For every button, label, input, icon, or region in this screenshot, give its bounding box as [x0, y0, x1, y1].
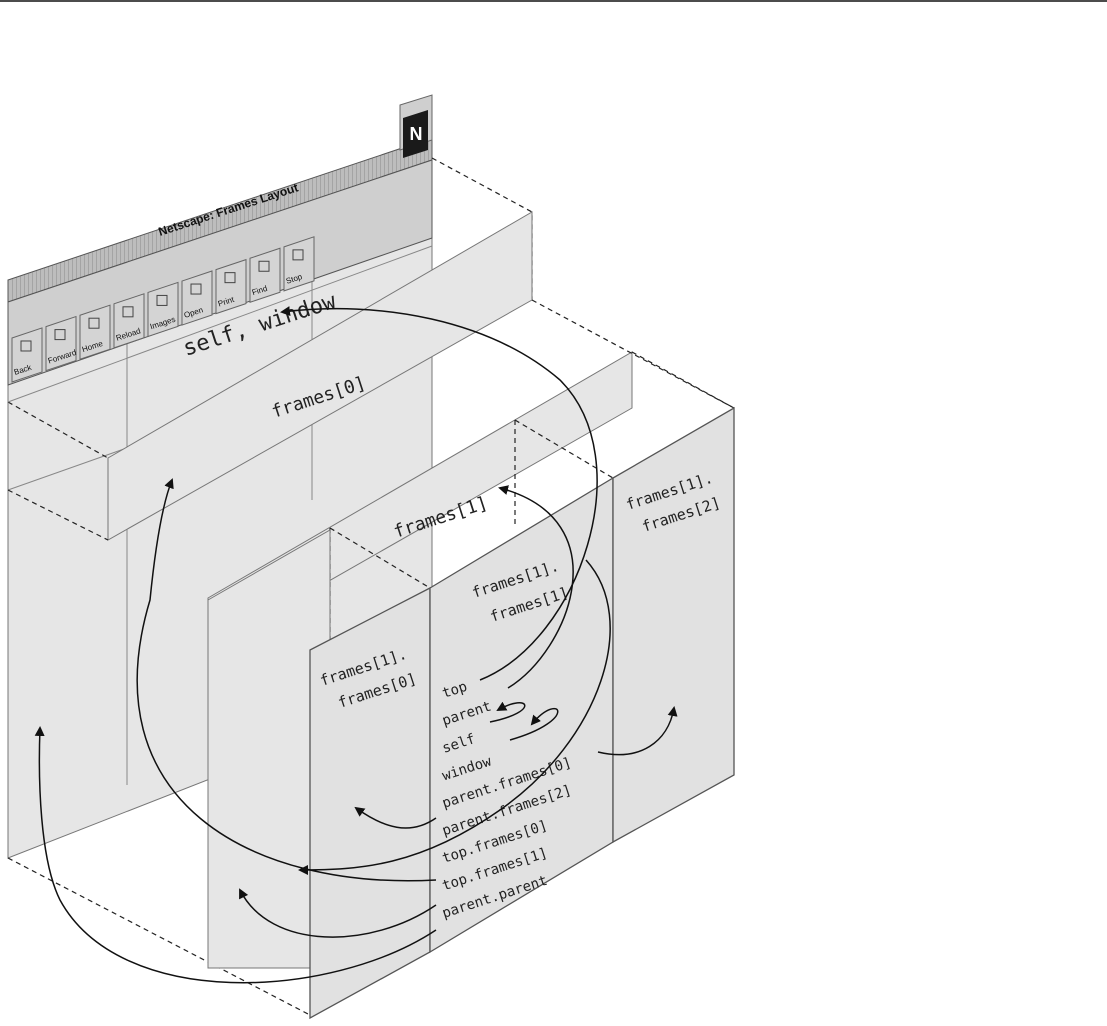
- toolbar-button-images[interactable]: Images: [147, 281, 179, 338]
- open-icon: [190, 283, 202, 295]
- toolbar-buttons: BackForwardHomeReloadImagesOpenPrintFind…: [11, 236, 315, 383]
- netscape-logo: N: [403, 110, 428, 158]
- logo-letter: N: [410, 124, 423, 144]
- arrow-parent: [498, 485, 574, 689]
- arrow-parent-parent: [239, 888, 437, 938]
- arrow-parent-frames-2: [597, 706, 678, 756]
- toolbar-button-forward[interactable]: Forward: [45, 315, 78, 372]
- frame1-container: [207, 299, 735, 969]
- print-icon: [224, 272, 236, 284]
- frame1-2-panel: [612, 406, 735, 844]
- stop-icon: [292, 249, 304, 261]
- arrow-top-outer: [34, 726, 437, 984]
- arrow-top-frames-1: [298, 559, 611, 875]
- outer-dashed-bottom: [7, 857, 311, 1016]
- toolbar-button-reload[interactable]: Reload: [113, 293, 145, 349]
- frame1-0-panel: [309, 586, 431, 1020]
- reference-arrows: [34, 306, 678, 984]
- arrow-parent-frames-0: [354, 806, 437, 829]
- home-icon: [88, 317, 100, 329]
- find-icon: [258, 260, 270, 272]
- reload-icon: [122, 306, 134, 318]
- arrow-window: [509, 707, 559, 741]
- toolbar-button-back[interactable]: Back: [11, 327, 43, 383]
- reference-label: top: [440, 679, 469, 702]
- arrow-self: [489, 701, 526, 723]
- arrow-top: [280, 306, 598, 681]
- forward-icon: [54, 329, 66, 341]
- toolbar-button-stop[interactable]: Stop: [283, 236, 315, 292]
- toolbar-button-open[interactable]: Open: [181, 270, 213, 326]
- toolbar-button-home[interactable]: Home: [79, 304, 111, 360]
- images-icon: [156, 294, 168, 306]
- toolbar-button-find[interactable]: Find: [249, 247, 281, 303]
- toolbar-button-print[interactable]: Print: [215, 258, 247, 315]
- back-icon: [20, 340, 32, 352]
